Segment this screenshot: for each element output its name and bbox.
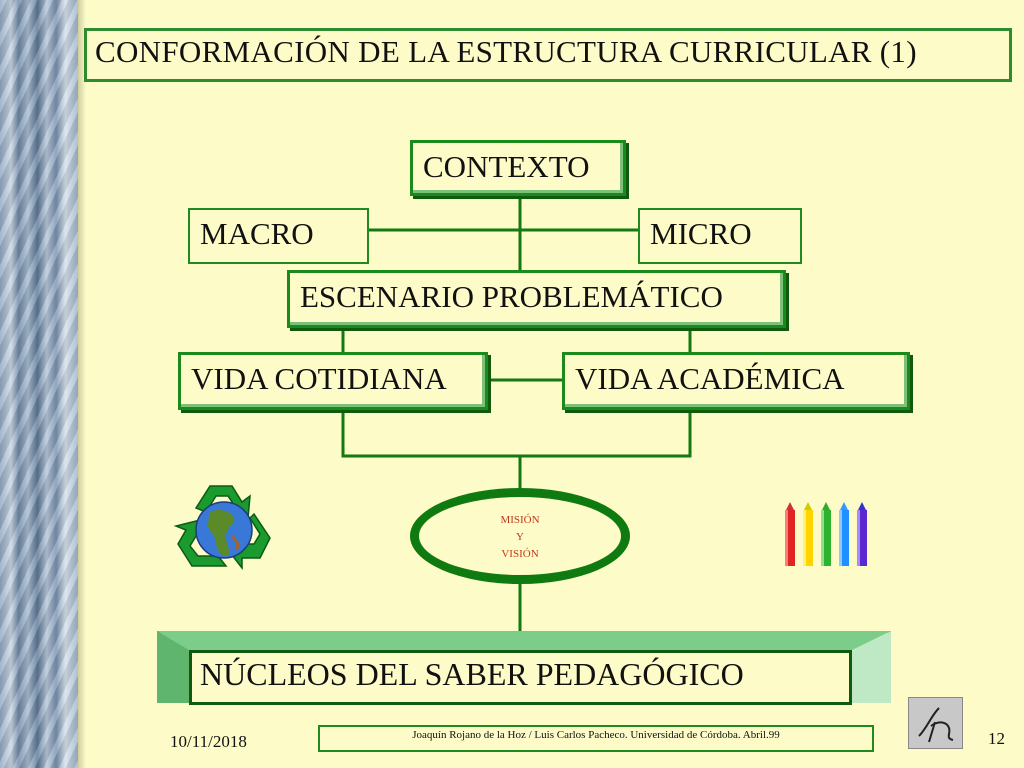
node-contexto: CONTEXTO	[410, 140, 626, 196]
node-escenario-label: ESCENARIO PROBLEMÁTICO	[300, 279, 723, 314]
node-macro: MACRO	[188, 208, 369, 264]
recycle-globe-icon	[173, 485, 271, 571]
node-micro: MICRO	[638, 208, 802, 264]
node-escenario: ESCENARIO PROBLEMÁTICO	[287, 270, 786, 328]
node-vida-academica: VIDA ACADÉMICA	[562, 352, 910, 410]
node-nucleos-label: NÚCLEOS DEL SABER PEDAGÓGICO	[200, 656, 744, 692]
sidebar-shadow	[78, 0, 86, 768]
decorative-sidebar	[0, 0, 78, 768]
colored-pencils-icon	[785, 502, 867, 566]
node-contexto-label: CONTEXTO	[423, 149, 590, 184]
page-title: CONFORMACIÓN DE LA ESTRUCTURA CURRICULAR…	[95, 34, 917, 69]
node-mision-vision: MISIÓN Y VISIÓN	[410, 488, 630, 584]
node-macro-label: MACRO	[200, 216, 314, 251]
node-vida-academica-label: VIDA ACADÉMICA	[575, 361, 845, 396]
author-logo-icon	[908, 697, 963, 749]
mision-connector-label: Y	[516, 531, 524, 543]
footer-credit-box	[318, 725, 874, 752]
footer-date: 10/11/2018	[170, 732, 247, 751]
node-vida-cotidiana-label: VIDA COTIDIANA	[191, 361, 447, 396]
node-micro-label: MICRO	[650, 216, 752, 251]
mision-label: MISIÓN	[500, 514, 540, 526]
node-vida-cotidiana: VIDA COTIDIANA	[178, 352, 488, 410]
banner-bevel	[157, 631, 891, 703]
page-number: 12	[988, 729, 1005, 748]
title-box	[84, 28, 1012, 82]
connector-vida-merge	[341, 410, 692, 458]
vision-label: VISIÓN	[501, 548, 539, 560]
footer-credit: Joaquín Rojano de la Hoz / Luis Carlos P…	[412, 729, 780, 741]
nucleos-inner-box	[189, 650, 852, 705]
